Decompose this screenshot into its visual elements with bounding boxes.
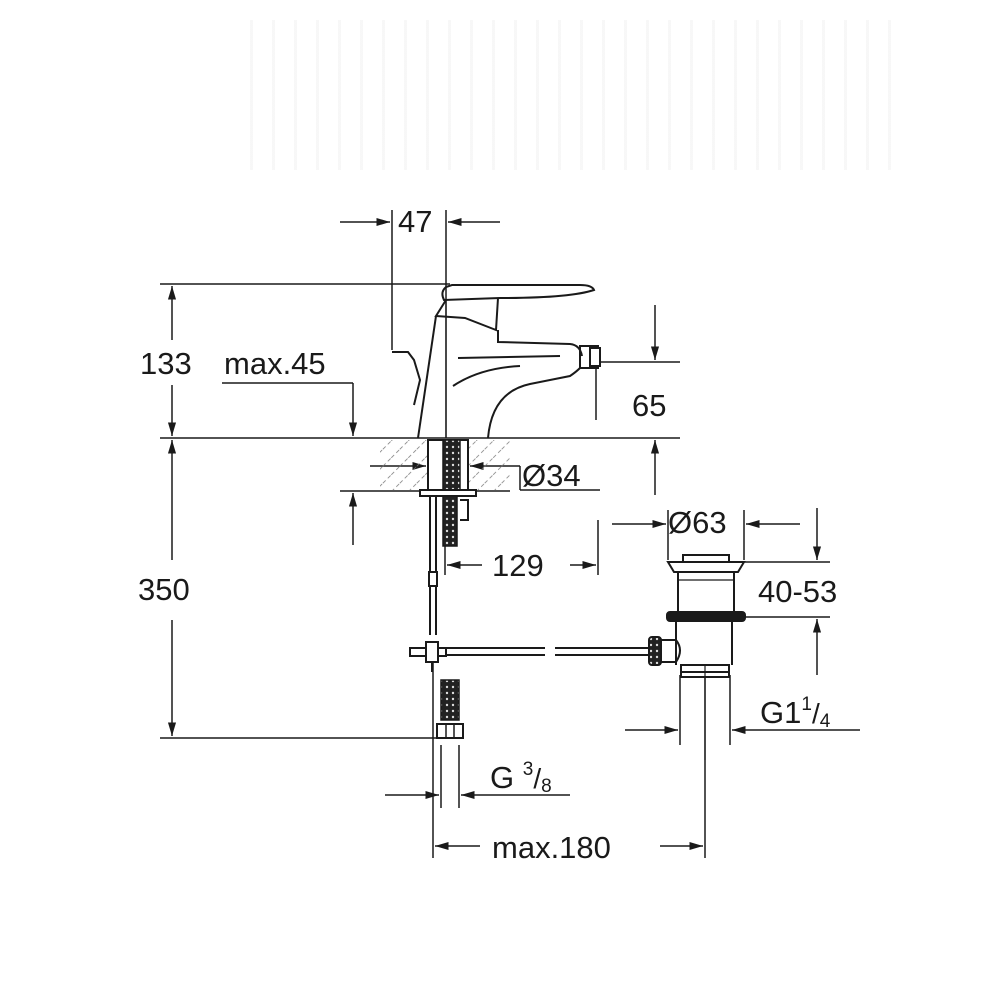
dim-waste-flange: Ø63: [668, 505, 727, 540]
dim-outlet-height: 65: [632, 388, 667, 423]
dim-overall-height: 133: [140, 346, 192, 381]
dim-deck-thickness: max.45: [224, 346, 326, 381]
deck-section: [380, 440, 510, 490]
dim-waste-adjust: 40-53: [758, 574, 838, 609]
supply-hose: [436, 679, 464, 739]
thread-base: G1: [760, 695, 802, 730]
thread-base: G: [490, 760, 515, 795]
mounting-shank: [419, 439, 477, 547]
dim-waste-thread: G11/4: [760, 694, 831, 732]
lift-rod: [409, 495, 650, 672]
dim-max-span: max.180: [492, 830, 611, 865]
dim-tail-to-waste: 129: [492, 548, 544, 583]
dim-supply-thread: G 3/8: [490, 759, 552, 797]
thread-denominator: 8: [541, 776, 552, 797]
thread-denominator: 4: [819, 711, 831, 732]
dimension-arrows: [167, 217, 860, 851]
pop-up-waste: [648, 554, 746, 760]
mixer-body: [392, 284, 601, 439]
thread-numerator: 3: [522, 759, 534, 780]
dim-spout-offset: 47: [398, 204, 433, 239]
thread-numerator: 1: [801, 694, 812, 715]
dim-mounting-hole: Ø34: [522, 458, 581, 493]
dim-below-deck-length: 350: [138, 572, 190, 607]
